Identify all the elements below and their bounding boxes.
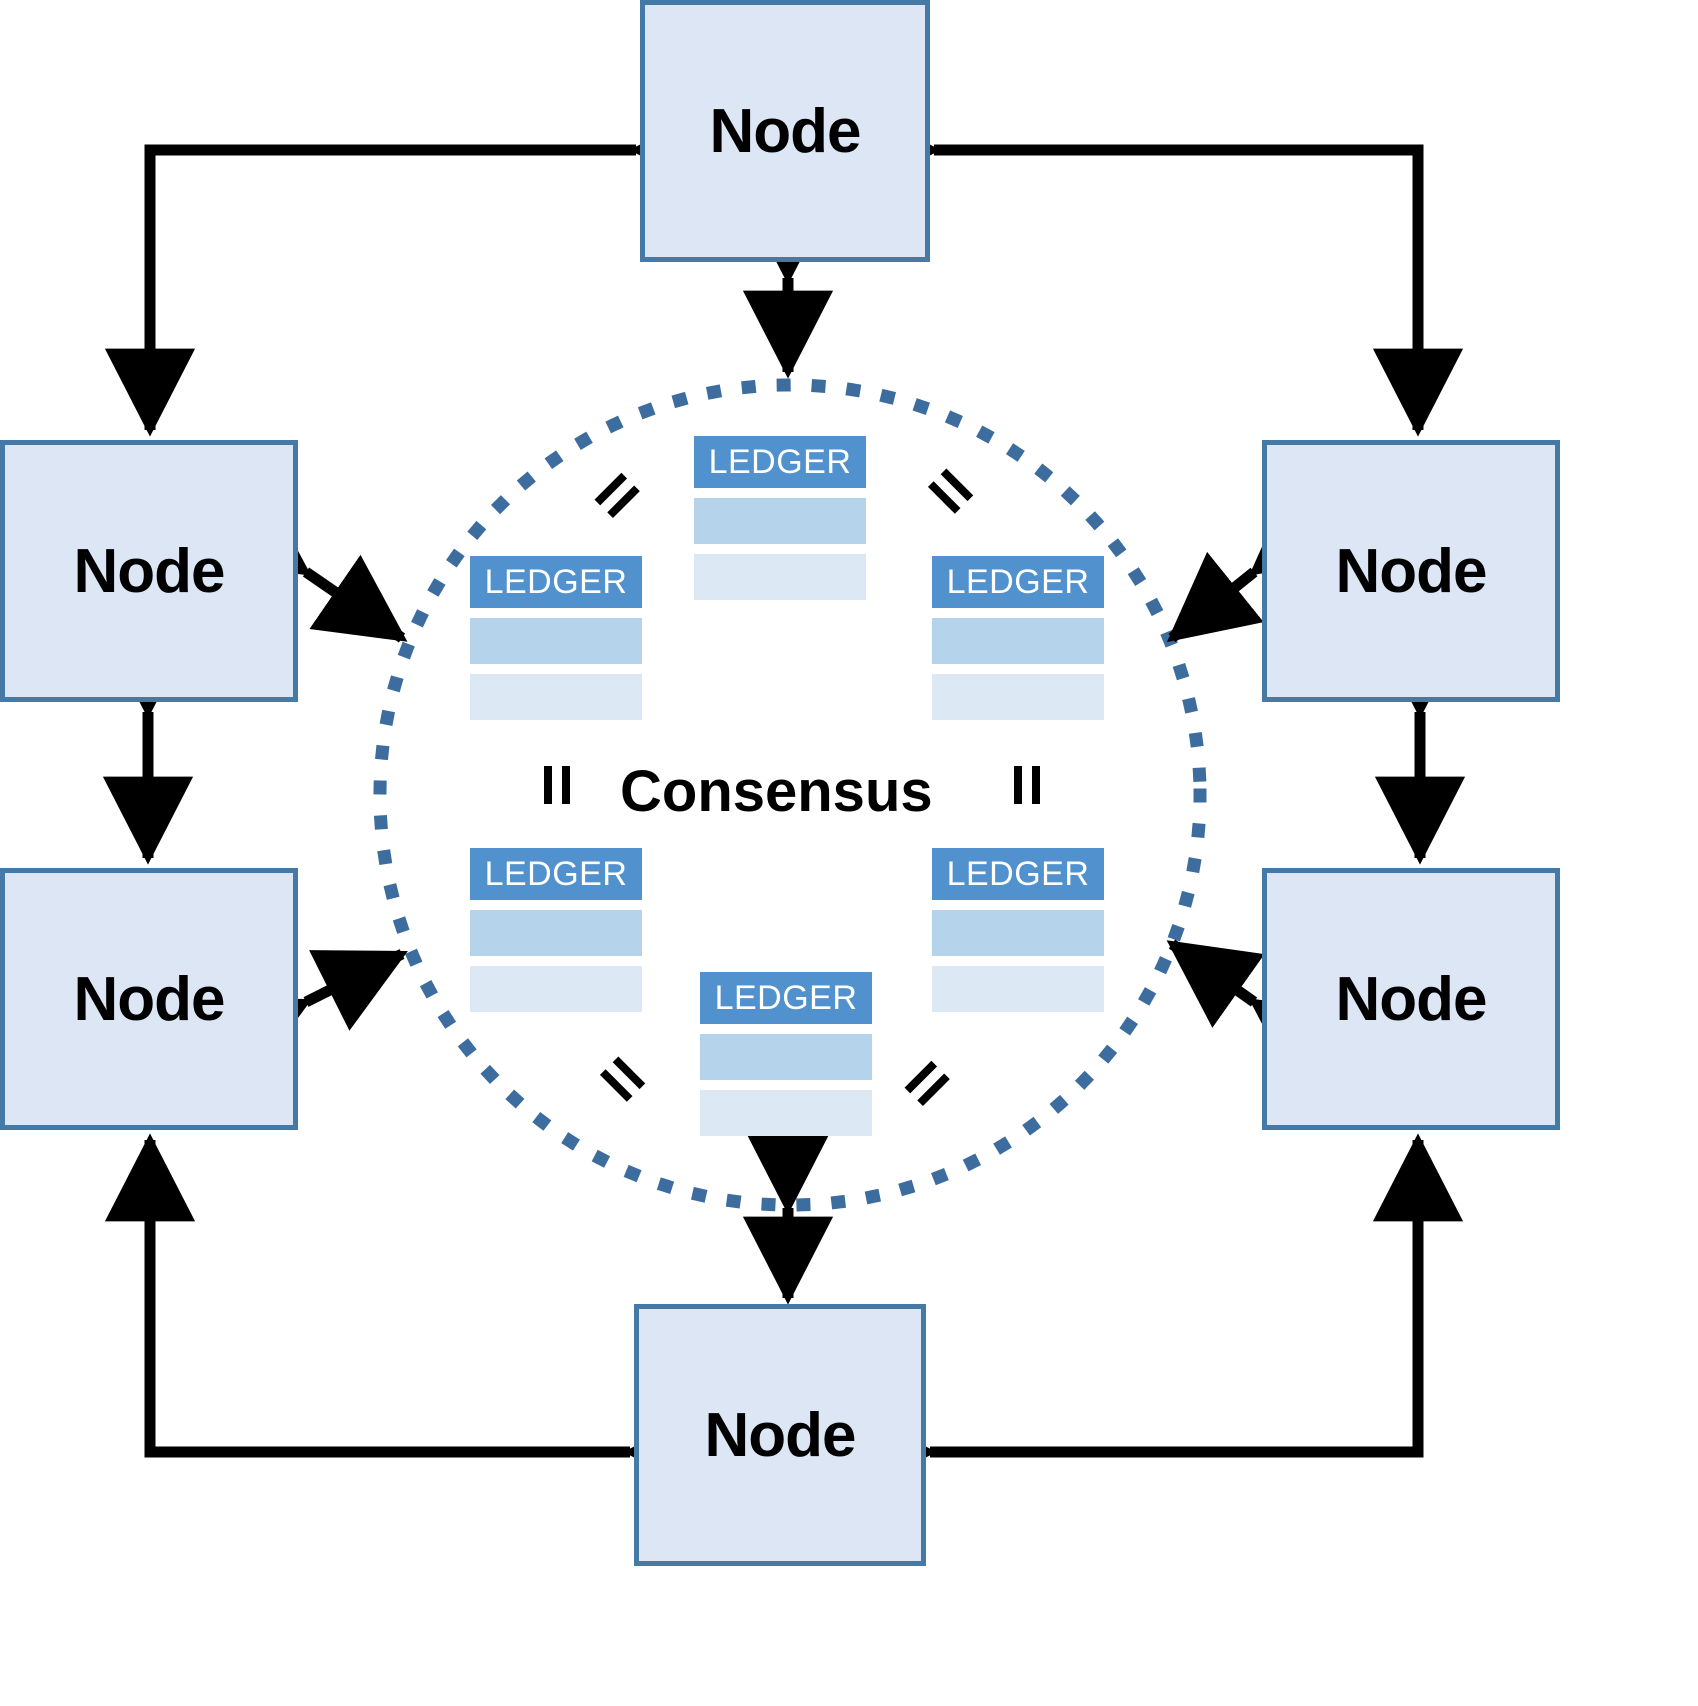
ledger-lower-right[interactable]: LEDGER xyxy=(932,848,1104,1012)
node-label: Node xyxy=(73,536,226,606)
ledger-row-primary xyxy=(932,618,1104,664)
ledger-row-primary xyxy=(470,618,642,664)
ledger-upper-left[interactable]: LEDGER xyxy=(470,556,642,720)
wire-top-to-left-upper xyxy=(104,104,718,437)
ledger-row-primary xyxy=(470,910,642,956)
spoke-left-upper-node-to-consensus xyxy=(213,488,408,643)
node-label: Node xyxy=(1335,536,1488,606)
spoke-right-upper-node-to-consensus xyxy=(1166,485,1346,643)
ledger-bottom[interactable]: LEDGER xyxy=(700,972,872,1136)
consensus-circle xyxy=(373,378,1207,1212)
node-left-upper[interactable]: Node xyxy=(0,440,298,702)
ledger-header: LEDGER xyxy=(470,848,642,900)
consensus-label: Consensus xyxy=(620,759,933,824)
node-bottom[interactable]: Node xyxy=(634,1304,926,1566)
ledger-row-secondary xyxy=(470,966,642,1012)
ledger-row-secondary xyxy=(932,966,1104,1012)
ledger-row-primary xyxy=(694,498,866,544)
node-top[interactable]: Node xyxy=(640,0,930,262)
ledger-row-secondary xyxy=(470,674,642,720)
node-label: Node xyxy=(73,964,226,1034)
spoke-left-lower-node-to-consensus xyxy=(213,949,408,1079)
ledger-row-primary xyxy=(932,910,1104,956)
node-right-upper[interactable]: Node xyxy=(1262,440,1560,702)
spoke-right-lower-node-to-consensus xyxy=(1166,939,1347,1086)
equals-icon xyxy=(534,766,578,810)
ledger-row-secondary xyxy=(700,1090,872,1136)
ledger-header: LEDGER xyxy=(932,848,1104,900)
node-left-lower[interactable]: Node xyxy=(0,868,298,1130)
wire-top-to-right-upper xyxy=(852,104,1464,437)
ledger-row-primary xyxy=(700,1034,872,1080)
node-label: Node xyxy=(704,1400,857,1470)
ledger-row-secondary xyxy=(932,674,1104,720)
ledger-header: LEDGER xyxy=(470,556,642,608)
ledger-lower-left[interactable]: LEDGER xyxy=(470,848,642,1012)
ledger-upper-right[interactable]: LEDGER xyxy=(932,556,1104,720)
ledger-header: LEDGER xyxy=(932,556,1104,608)
node-right-lower[interactable]: Node xyxy=(1262,868,1560,1130)
ledger-row-secondary xyxy=(694,554,866,600)
equals-icon xyxy=(1004,766,1048,810)
wire-bottom-to-right-lower xyxy=(848,1133,1464,1498)
ledger-header: LEDGER xyxy=(700,972,872,1024)
ledger-header: LEDGER xyxy=(694,436,866,488)
node-label: Node xyxy=(709,96,862,166)
ledger-top[interactable]: LEDGER xyxy=(694,436,866,600)
node-label: Node xyxy=(1335,964,1488,1034)
wire-bottom-to-left-lower xyxy=(104,1133,712,1498)
